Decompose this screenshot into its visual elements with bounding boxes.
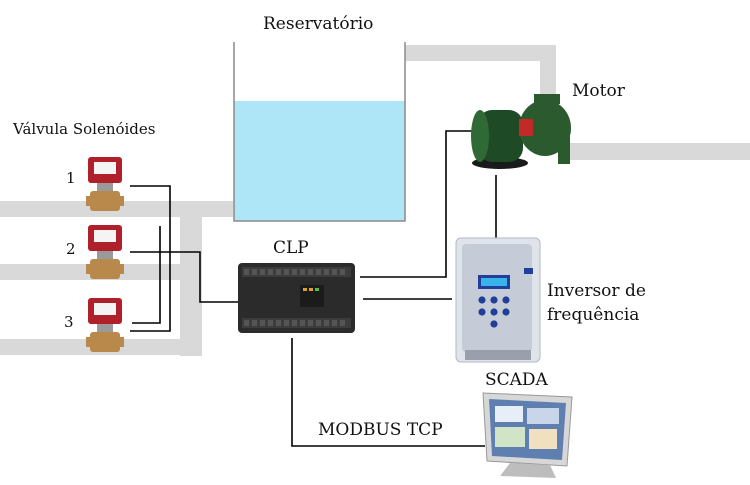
wire-plc-motor xyxy=(360,130,472,278)
pipe-left-3 xyxy=(0,339,170,355)
wire-plc-scada xyxy=(291,338,485,447)
pipe-left-2 xyxy=(0,264,165,280)
wire-valve-3 xyxy=(132,226,161,324)
valve-1-label: 1 xyxy=(66,169,76,187)
modbus-label: MODBUS TCP xyxy=(318,420,443,440)
plc-device xyxy=(238,263,355,333)
scada-monitor xyxy=(482,392,573,478)
frequency-inverter xyxy=(455,237,541,363)
motor-housing xyxy=(478,110,523,162)
pipe-motor-outlet xyxy=(565,143,750,160)
plc-label: CLP xyxy=(273,238,309,258)
solenoid-valve-3 xyxy=(86,298,124,352)
valve-2-label: 2 xyxy=(66,240,76,258)
valve-3-label: 3 xyxy=(64,313,74,331)
reservoir-wall xyxy=(233,42,406,222)
solenoid-valves xyxy=(86,157,124,352)
pump-outlet-flange xyxy=(558,136,570,164)
solenoid-valve-1 xyxy=(86,157,124,211)
pipe-top xyxy=(405,45,555,61)
pipe-bottom-branch xyxy=(170,339,202,355)
pipe-mid-branch xyxy=(165,264,202,280)
scada-label: SCADA xyxy=(485,370,548,390)
pump-inlet-flange xyxy=(534,94,560,104)
pipe-top-down xyxy=(540,45,556,100)
pump-red-band xyxy=(519,119,533,136)
valves-title-label: Válvula Solenóides xyxy=(13,120,156,138)
wiring xyxy=(130,130,497,447)
wire-valve-1 xyxy=(130,185,171,332)
inverter-label-line2: frequência xyxy=(547,305,640,325)
reservoir-label: Reservatório xyxy=(263,14,374,34)
motor-pump xyxy=(471,94,571,169)
reservoir-water xyxy=(234,101,405,221)
solenoid-valve-2 xyxy=(86,225,124,279)
reservoir-tank xyxy=(233,42,406,222)
inverter-label-line1: Inversor de xyxy=(547,281,646,301)
motor-rear-cap xyxy=(471,110,489,162)
wire-valve-2 xyxy=(130,251,238,303)
motor-label: Motor xyxy=(572,81,625,101)
